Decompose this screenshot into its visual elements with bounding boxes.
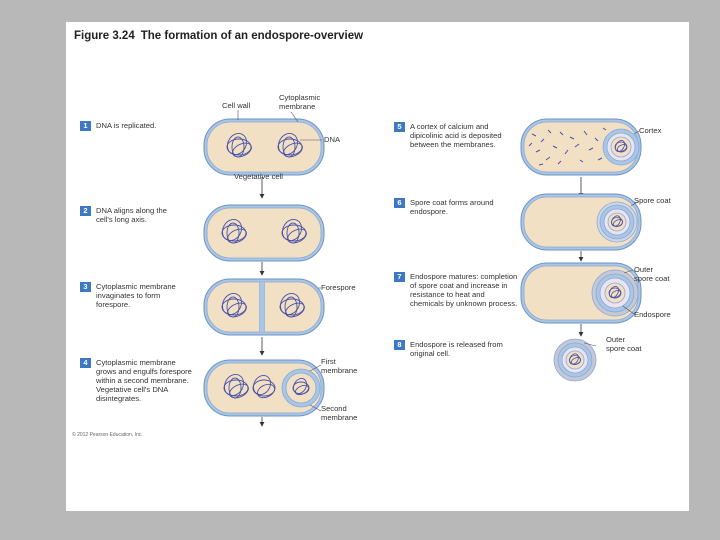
endospore-diagram: [203, 110, 642, 427]
step-text: Cytoplasmic membrane invaginates to form…: [96, 282, 176, 309]
label-forespore: Forespore: [321, 283, 356, 292]
cell-step-2: [203, 204, 325, 262]
label-second-membrane: Second membrane: [321, 404, 358, 422]
figure-title-text: The formation of an endospore-overview: [140, 30, 364, 42]
cell-step-5: [520, 118, 642, 176]
label-outer-spore-coat-8: Outer spore coat: [606, 335, 642, 353]
step-text: Endospore matures: completion of spore c…: [410, 272, 518, 308]
step-text: DNA aligns along the cell's long axis.: [96, 206, 167, 224]
label-cortex: Cortex: [639, 126, 662, 135]
dna-tangle: [611, 215, 624, 227]
cell-step-7: [520, 262, 642, 324]
dna-tangle: [226, 133, 303, 158]
step-badge: 5: [394, 122, 405, 132]
step-badge: 7: [394, 272, 405, 282]
step-badge: 2: [80, 206, 91, 216]
step-badge: 6: [394, 198, 405, 208]
dna-tangle: [608, 286, 622, 299]
step-badge: 1: [80, 121, 91, 131]
dna-tangle: [223, 374, 310, 399]
label-spore-coat: Spore coat: [634, 196, 671, 205]
step-text: Endospore is released from original cell…: [410, 340, 503, 358]
leader-cortex: [633, 130, 640, 135]
leader-lines-1: [237, 110, 322, 175]
label-vegetative-cell: Vegetative cell: [234, 172, 283, 181]
leader-outer-coat-8: [583, 342, 597, 347]
label-cell-wall: Cell wall: [222, 101, 251, 110]
label-dna: DNA: [324, 135, 341, 144]
cell-step-1: [203, 118, 325, 176]
figure-slide: Figure 3.24 The formation of an endospore…: [66, 22, 689, 511]
label-endospore: Endospore: [634, 310, 671, 319]
dna-tangle: [221, 219, 307, 244]
leader-lines-4: [309, 364, 322, 412]
cell-step-4: [203, 359, 325, 417]
dna-tangle: [221, 293, 305, 318]
dna-tangle: [569, 353, 582, 365]
cell-step-6: [520, 193, 642, 251]
label-outer-spore-coat-7: Outer spore coat: [634, 265, 670, 283]
free-endospore: [553, 338, 597, 382]
leader-spore-coat: [630, 200, 640, 207]
leader-lines-7: [622, 269, 635, 315]
dna-tangle: [614, 140, 628, 153]
step-badge: 4: [80, 358, 91, 368]
cell-step-3: [203, 278, 325, 336]
label-first-membrane: First membrane: [321, 357, 358, 375]
figure-number: Figure 3.24: [74, 30, 135, 42]
label-cytoplasmic-membrane: Cytoplasmic membrane: [279, 93, 321, 111]
copyright: © 2012 Pearson Education, Inc.: [72, 432, 143, 438]
step-badge: 3: [80, 282, 91, 292]
step-text: Spore coat forms around endospore.: [410, 198, 494, 216]
step-badge: 8: [394, 340, 405, 350]
figure-title: Figure 3.24 The formation of an endospore…: [74, 30, 363, 42]
step-text: A cortex of calcium and dipicolinic acid…: [410, 122, 502, 149]
step-text: Cytoplasmic membrane grows and engulfs f…: [96, 358, 192, 403]
step-text: DNA is replicated.: [96, 121, 157, 130]
dna-fragments: [528, 127, 607, 166]
